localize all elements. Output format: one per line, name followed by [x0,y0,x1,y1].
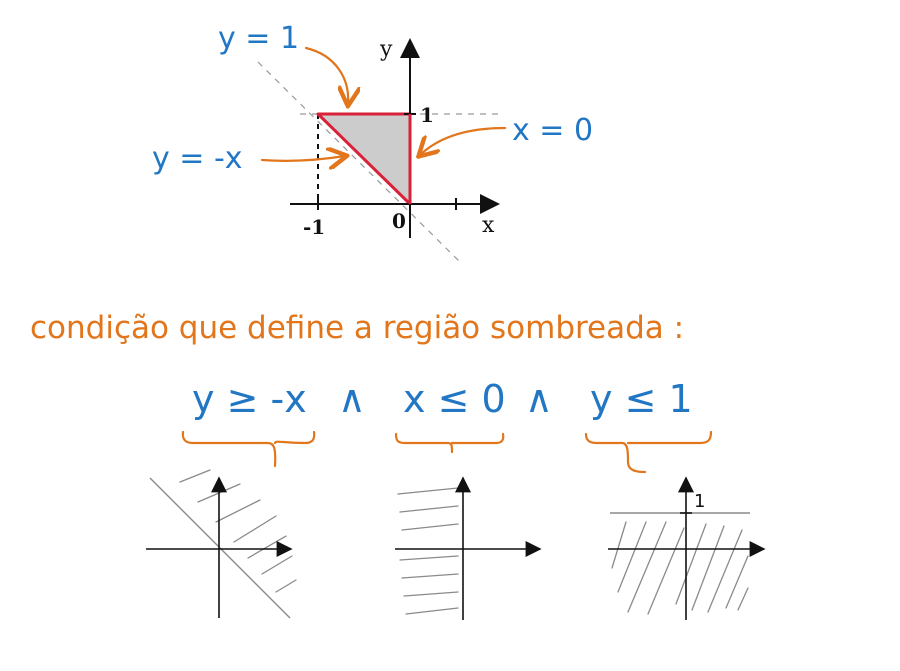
annotation-y-eq-1: y = 1 [218,21,299,56]
and-symbol-2: ∧ [525,377,553,421]
pointer-arrow-x-eq-0 [420,126,507,155]
mini-graph-2 [395,476,542,620]
x-axis-label: x [482,213,495,238]
hatch-region-1 [179,469,297,593]
pointer-arrow-y-eq-minus-x [260,156,345,161]
brace-3 [584,430,713,474]
pointer-arrow-y-eq-1 [304,46,348,104]
and-symbol-1: ∧ [338,377,366,421]
condition-heading: condição que define a região sombreada : [30,310,684,346]
condition-block: condição que define a região sombreada :… [30,310,713,474]
condition-part-3: y ≤ 1 [590,377,693,421]
main-graph: y x 1 -1 0 y = 1 y = -x x = 0 [152,21,593,263]
origin-label: 0 [392,209,406,233]
mini-tick-label-one: 1 [694,491,705,512]
boundary-line-1 [149,477,291,619]
condition-part-1: y ≥ -x [192,377,307,421]
mini-graph-1 [146,469,297,619]
condition-part-2: x ≤ 0 [403,377,506,421]
hatch-region-2 [397,487,459,615]
y-axis-label: y [379,37,393,62]
tick-label-y-one: 1 [420,103,434,127]
mini-graph-3: 1 [608,476,766,620]
annotation-x-eq-0: x = 0 [512,113,593,148]
hatch-region-3 [611,521,749,615]
guide-line-y-eq-minus-x [257,61,461,263]
tick-label-x-minus-one: -1 [303,215,325,239]
brace-2 [394,432,505,454]
shaded-region [316,112,412,206]
brace-1 [181,430,316,468]
annotation-y-eq-minus-x: y = -x [152,141,243,176]
